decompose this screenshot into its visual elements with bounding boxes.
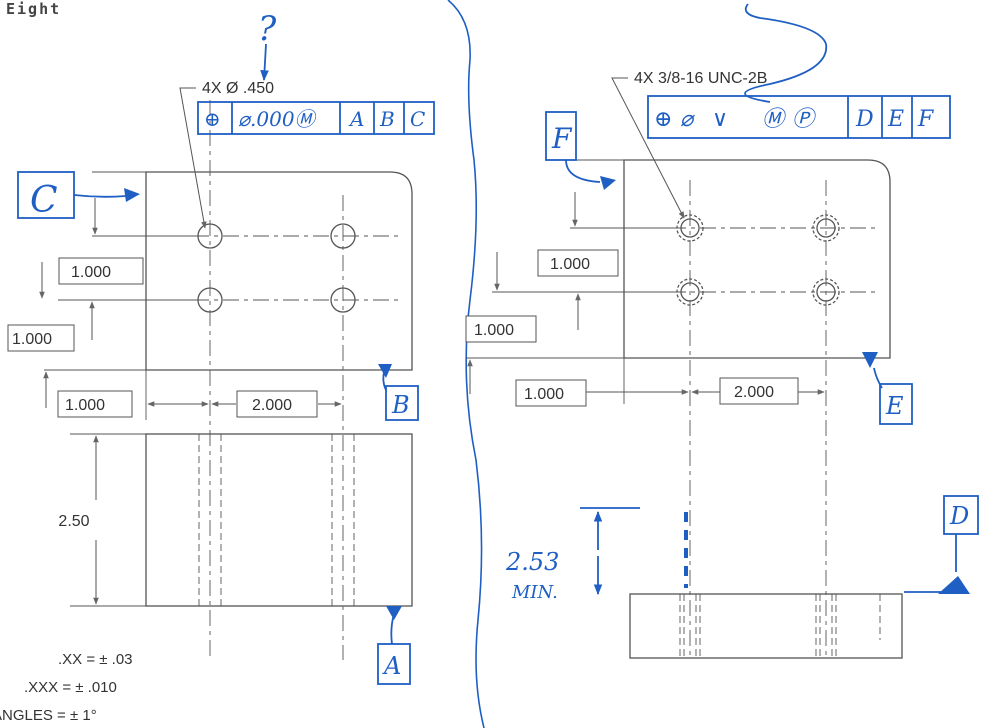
left-dim-horiz-edge: 1.000 [65, 397, 105, 414]
left-dim-vert-spacing: 1.000 [71, 264, 111, 281]
left-fcf-tolerance: ⌀.000Ⓜ [238, 107, 318, 131]
right-fcf-frame [647, 95, 951, 139]
left-datum-a-box [377, 643, 411, 685]
left-fcf-frame [197, 101, 435, 135]
right-thread-leader [611, 77, 685, 219]
right-fcf-diameter: ⌀ [680, 107, 696, 132]
left-dim-horiz-spacing: 2.000 [252, 397, 292, 414]
left-hole-2 [330, 223, 356, 249]
left-hole-4 [330, 287, 356, 313]
left-front-view [145, 433, 413, 607]
left-hidden-holes [198, 434, 355, 606]
right-centerlines [640, 180, 876, 660]
left-hole-1 [197, 223, 223, 249]
right-plate-outline [623, 159, 891, 359]
right-dim-horiz-edge: 1.000 [524, 386, 564, 403]
right-fcf-projected: Ⓟ [792, 107, 817, 132]
right-fcf-tolerance: ∨ [712, 107, 728, 132]
right-dim-vert-edge: 1.000 [474, 322, 514, 339]
left-datum-a-label: A [382, 652, 401, 680]
right-fcf-datum-e: E [887, 107, 904, 132]
right-dim-vert-spacing: 1.000 [550, 256, 590, 273]
left-centerlines [163, 100, 398, 660]
left-dim-boxes [7, 257, 318, 418]
right-projection-unit: MIN. [511, 582, 558, 603]
right-fcf-mmc: Ⓜ [762, 107, 787, 132]
left-fcf-datum-c: C [410, 107, 425, 131]
right-datum-e-label: E [885, 392, 904, 420]
right-fcf-datum-d: D [855, 107, 874, 132]
right-front-view [629, 593, 903, 659]
right-datum-f-box [545, 111, 577, 161]
left-view [39, 87, 413, 660]
page-divider-line [447, 0, 485, 728]
left-dim-vert-edge: 1.000 [12, 331, 52, 348]
right-datum-d-label: D [949, 502, 969, 530]
right-dim-horiz-spacing: 2.000 [734, 384, 774, 401]
right-datum-triangles [600, 176, 970, 594]
right-dim-boxes [465, 249, 799, 407]
left-datum-b-label: B [391, 391, 410, 419]
right-datum-e-box [879, 383, 913, 425]
right-fcf-position-symbol: ⊕ [654, 107, 672, 132]
right-datum-f-label: F [551, 122, 573, 155]
left-fcf-datum-a: A [348, 107, 364, 131]
left-fcf-position-symbol: ⊕ [204, 107, 221, 131]
right-annotations [545, 3, 979, 596]
left-fcf-datum-b: B [379, 107, 395, 131]
right-view [466, 77, 903, 660]
left-plate-outline [145, 171, 413, 371]
right-hidden-threads [679, 594, 881, 658]
left-dim-height: 2.50 [58, 513, 89, 530]
right-projection-value: 2.53 [505, 548, 559, 576]
right-datum-d-box [943, 495, 979, 535]
right-thread-callout: 4X 3/8-16 UNC-2B [634, 70, 767, 87]
left-fcf-cells: ⊕ ⌀.000Ⓜ A B C [204, 107, 425, 131]
tolerance-xxx: .XXX = ± .010 [24, 679, 117, 696]
left-datum-triangles [124, 188, 402, 620]
left-hole-callout: 4X Ø .450 [202, 80, 274, 97]
left-annotations [17, 43, 435, 685]
tolerance-angles: ANGLES = ± 1° [0, 707, 97, 724]
left-question-mark: ? [258, 9, 277, 49]
left-hole-3 [197, 287, 223, 313]
left-datum-b-box [385, 385, 419, 421]
tolerance-xx: .XX = ± .03 [58, 651, 133, 668]
right-threaded-holes [676, 214, 840, 306]
right-fcf-cells: ⊕ ⌀ ∨ Ⓜ Ⓟ D E F [654, 107, 934, 132]
right-fcf-datum-f: F [917, 107, 934, 132]
left-hole-leader [179, 87, 207, 229]
left-datum-c-label: C [30, 180, 58, 221]
sheet-header-label: Eight [6, 0, 62, 18]
